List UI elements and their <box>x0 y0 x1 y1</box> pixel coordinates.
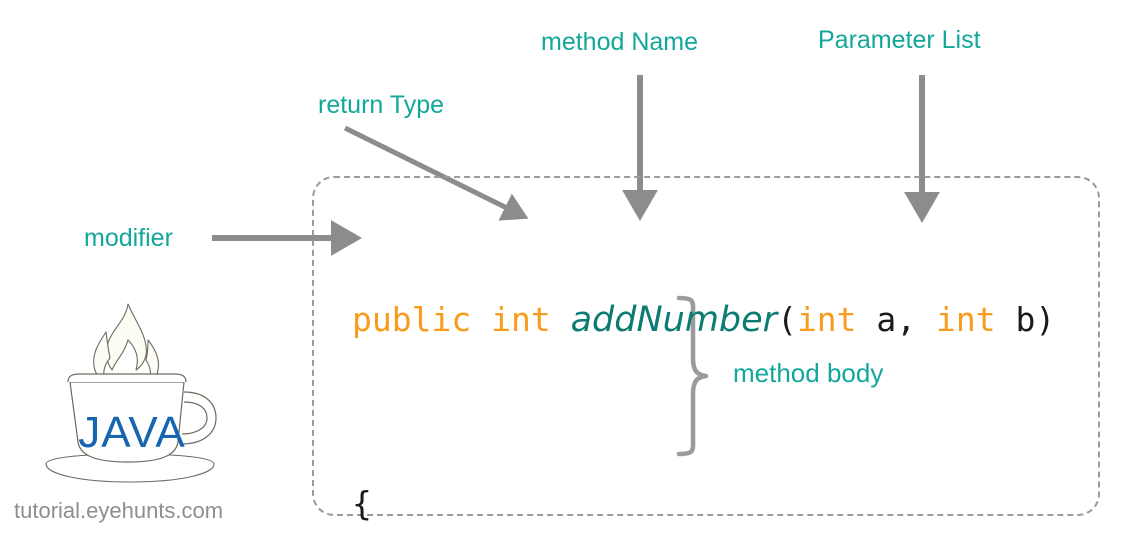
code-line-open-brace: { <box>352 484 372 523</box>
code-token-modifier: public <box>352 300 472 339</box>
code-snippet: public int addNumber(int a, int b) { int… <box>352 205 1055 546</box>
java-logo-word: JAVA <box>78 408 186 457</box>
java-logo: JAVA <box>32 296 232 496</box>
code-token-return-type: int <box>491 300 551 339</box>
code-token-param2-type: int <box>936 300 996 339</box>
label-method-name: method Name <box>541 28 699 56</box>
code-token-method-name: addNumber <box>570 300 778 340</box>
label-return-type: return Type <box>318 91 445 119</box>
code-line-signature: public int addNumber(int a, int b) <box>352 297 1055 343</box>
label-method-body: method body <box>733 358 884 388</box>
code-token-param1-name: a <box>876 300 897 339</box>
java-cup-icon <box>45 303 217 483</box>
site-watermark: tutorial.eyehunts.com <box>14 498 224 523</box>
code-token-close-paren: ) <box>1035 300 1056 339</box>
code-token-param1-type: int <box>796 300 857 339</box>
code-block-border <box>312 176 1100 516</box>
code-token-param2-name: b <box>1015 300 1036 339</box>
code-token-comma: , <box>896 300 937 339</box>
code-token-open-paren: ( <box>777 300 797 339</box>
label-parameter-list: Parameter List <box>818 26 981 54</box>
label-modifier: modifier <box>84 224 173 252</box>
